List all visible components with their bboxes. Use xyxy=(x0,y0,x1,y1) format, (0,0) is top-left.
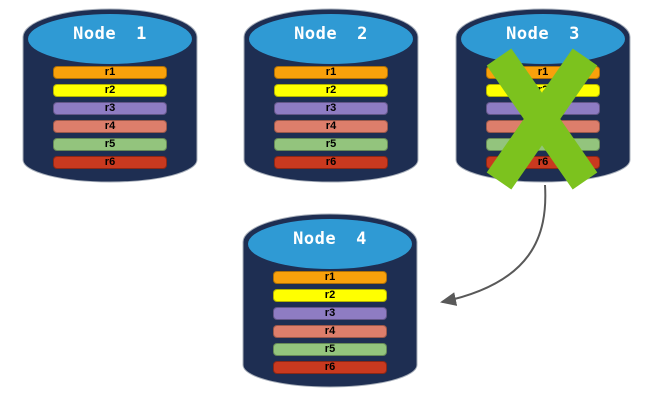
replica-rows: r1 r2 r3 r4 r5 r6 xyxy=(22,8,198,184)
replica-row-r1: r1 xyxy=(274,66,388,79)
node-2: Node 2 r1 r2 r3 r4 r5 r6 xyxy=(243,8,419,184)
replica-row-r1: r1 xyxy=(53,66,167,79)
replica-row-r3: r3 xyxy=(53,102,167,115)
replica-row-r6: r6 xyxy=(274,156,388,169)
failure-x-icon xyxy=(486,48,598,190)
node-4: Node 4 r1 r2 r3 r4 r5 r6 xyxy=(242,213,418,389)
cylinder-top-ellipse xyxy=(28,14,192,64)
failover-arrow-icon xyxy=(440,184,547,306)
replica-row-r5: r5 xyxy=(53,138,167,151)
node-title: Node 1 xyxy=(73,24,147,44)
replica-row-r3: r3 xyxy=(273,307,387,320)
cylinder-top-ellipse xyxy=(461,14,625,64)
replica-row-r2: r2 xyxy=(273,289,387,302)
replica-row-r6: r6 xyxy=(273,361,387,374)
replica-rows: r1 r2 r3 r4 r5 r6 xyxy=(242,213,418,389)
node-3: Node 3 r1 r2 r3 r4 r5 r6 xyxy=(455,8,631,190)
replica-row-r5: r5 xyxy=(274,138,388,151)
replica-row-r2: r2 xyxy=(274,84,388,97)
replica-row-r4: r4 xyxy=(274,120,388,133)
node-title: Node 3 xyxy=(506,24,580,44)
replica-row-r1: r1 xyxy=(273,271,387,284)
replica-row-r4: r4 xyxy=(53,120,167,133)
replica-row-r3: r3 xyxy=(274,102,388,115)
replica-row-r5: r5 xyxy=(273,343,387,356)
cylinder-top-ellipse xyxy=(249,14,413,64)
node-1: Node 1 r1 r2 r3 r4 r5 r6 xyxy=(22,8,198,184)
cylinder-top-ellipse xyxy=(248,219,412,269)
replica-row-r6: r6 xyxy=(53,156,167,169)
node-title: Node 4 xyxy=(293,229,367,249)
replica-row-r4: r4 xyxy=(273,325,387,338)
replica-rows: r1 r2 r3 r4 r5 r6 xyxy=(243,8,419,184)
node-title: Node 2 xyxy=(294,24,368,44)
replica-row-r2: r2 xyxy=(53,84,167,97)
